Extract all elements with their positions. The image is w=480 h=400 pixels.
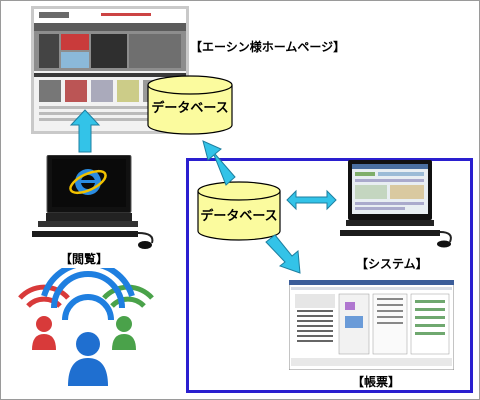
viewing-label: 【閲覧】 bbox=[60, 252, 109, 266]
database-inner-label: データベース bbox=[200, 209, 278, 224]
forms-document bbox=[289, 280, 454, 370]
database-cylinder-top: データベース bbox=[146, 75, 234, 135]
forms-label: 【帳票】 bbox=[352, 375, 401, 389]
browser-computer bbox=[32, 155, 154, 249]
arrow-up-icon bbox=[69, 109, 101, 153]
arrow-diagonal-icon bbox=[202, 140, 236, 186]
database-top-label: データベース bbox=[151, 101, 229, 116]
system-label: 【システム】 bbox=[356, 257, 428, 271]
wifi-people-icon bbox=[18, 268, 154, 386]
database-icon bbox=[197, 181, 281, 241]
system-group-box bbox=[186, 158, 473, 393]
system-computer bbox=[340, 160, 452, 248]
website-label: 【エーシン様ホームページ】 bbox=[190, 40, 346, 54]
website-screenshot bbox=[31, 6, 189, 134]
database-icon bbox=[147, 75, 233, 135]
arrow-down-icon bbox=[265, 234, 301, 274]
database-cylinder-inner: データベース bbox=[196, 181, 282, 241]
internet-explorer-icon bbox=[69, 169, 107, 195]
double-arrow-icon bbox=[286, 189, 337, 211]
